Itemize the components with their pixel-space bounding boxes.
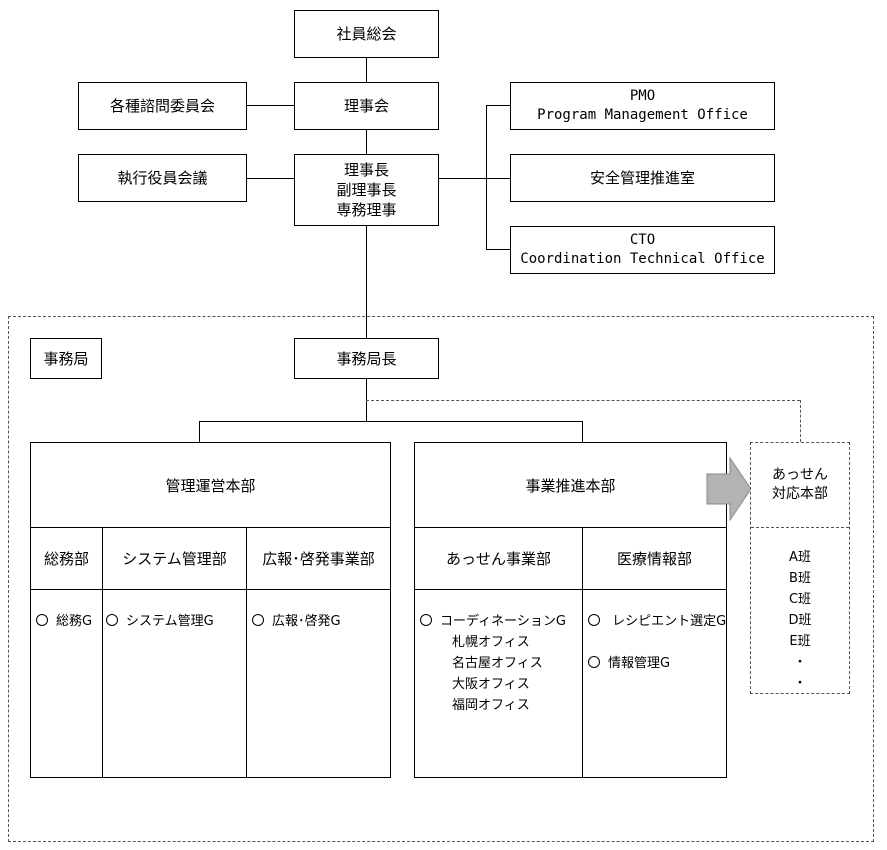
office-nagoya: 名古屋オフィス xyxy=(452,656,543,671)
response-headquarters-box: あっせん 対応本部 A班 B班 C班 D班 E班 ・ ・ xyxy=(750,442,850,694)
advisory-committees-box: 各種諮問委員会 xyxy=(78,82,247,130)
secretariat-head-label: 事務局長 xyxy=(336,349,397,368)
secretariat-label: 事務局 xyxy=(43,349,89,368)
dept-system-management: システム管理部 xyxy=(122,550,227,568)
business-col-divider xyxy=(582,527,583,777)
executive-meeting-box: 執行役員会議 xyxy=(78,154,247,202)
cto-box: CTO Coordination Technical Office xyxy=(510,226,775,274)
business-title-divider xyxy=(415,527,726,528)
secretariat-label-box: 事務局 xyxy=(30,338,102,379)
leader-executive-director: 専務理事 xyxy=(336,201,397,219)
general-meeting-box: 社員総会 xyxy=(294,10,439,58)
business-head-divider xyxy=(415,589,726,590)
cto-abbr: CTO xyxy=(629,232,656,248)
board-box: 理事会 xyxy=(294,82,439,130)
circle-bullet-icon xyxy=(252,614,264,626)
dept-general-affairs: 総務部 xyxy=(43,550,89,568)
advisory-label: 各種諮問委員会 xyxy=(109,97,215,115)
response-title: あっせん 対応本部 xyxy=(751,443,849,527)
management-title-divider xyxy=(31,527,390,528)
group-list-public-relations: 広報･啓発G xyxy=(252,611,341,632)
office-sapporo: 札幌オフィス xyxy=(452,635,530,650)
cto-full: Coordination Technical Office xyxy=(520,251,765,267)
list-item: コーディネーションG xyxy=(420,611,566,632)
connector-staff-trunk xyxy=(486,105,487,249)
safety-office-box: 安全管理推進室 xyxy=(510,154,775,202)
response-title-line1: あっせん xyxy=(772,467,828,483)
connector-executive-leaders xyxy=(246,178,294,179)
connector-advisory-board xyxy=(246,105,294,106)
team-more-dot-1: ・ xyxy=(793,655,807,670)
response-title-divider xyxy=(751,527,849,528)
pmo-full: Program Management Office xyxy=(537,107,748,123)
circle-bullet-icon xyxy=(588,656,600,668)
group-list-system-management: システム管理G xyxy=(106,611,214,632)
executive-meeting-label: 執行役員会議 xyxy=(117,169,208,187)
list-item: レシピエント選定G xyxy=(588,611,726,632)
connector-staff-safety xyxy=(486,178,510,179)
group-list-general-affairs: 総務G xyxy=(36,611,92,632)
management-col-divider-2 xyxy=(246,527,247,777)
leader-vice-chairman: 副理事長 xyxy=(336,181,397,199)
list-item: システム管理G xyxy=(106,611,214,632)
team-d: D班 xyxy=(788,613,812,628)
response-team-list: A班 B班 C班 D班 E班 ・ ・ xyxy=(751,547,849,694)
team-e: E班 xyxy=(789,634,811,649)
office-fukuoka: 福岡オフィス xyxy=(452,698,530,713)
management-col-divider-1 xyxy=(102,527,103,777)
group-list-medical-information: レシピエント選定G 情報管理G xyxy=(588,611,726,674)
safety-label: 安全管理推進室 xyxy=(589,169,695,187)
dashed-connector-response xyxy=(366,400,800,401)
dashed-connector-response-down xyxy=(800,400,801,442)
connector-general-board xyxy=(366,58,367,82)
business-division-box: 事業推進本部 あっせん事業部 医療情報部 コーディネーションG 札幌オフィス 名… xyxy=(414,442,727,778)
leader-chairman: 理事長 xyxy=(343,161,389,179)
circle-bullet-icon xyxy=(106,614,118,626)
team-more-dot-2: ・ xyxy=(793,676,807,691)
arrow-right-icon xyxy=(706,456,752,522)
board-label: 理事会 xyxy=(343,97,389,115)
connector-staff-pmo xyxy=(486,105,510,106)
list-item: 情報管理G xyxy=(588,653,726,674)
management-division-box: 管理運営本部 総務部 システム管理部 広報･啓発事業部 総務G システム管理G … xyxy=(30,442,391,778)
list-item: 広報･啓発G xyxy=(252,611,341,632)
connector-business xyxy=(582,421,583,442)
connector-leaders-staff xyxy=(438,178,486,179)
list-item: 総務G xyxy=(36,611,92,632)
business-title: 事業推進本部 xyxy=(525,476,616,495)
office-osaka: 大阪オフィス xyxy=(452,677,530,692)
management-head-divider xyxy=(31,589,390,590)
team-a: A班 xyxy=(789,550,811,565)
connector-divisions-bar xyxy=(199,421,582,422)
connector-management xyxy=(199,421,200,442)
group-list-mediation: コーディネーションG 札幌オフィス 名古屋オフィス 大阪オフィス 福岡オフィス xyxy=(420,611,566,716)
dept-medical-information: 医療情報部 xyxy=(616,550,692,568)
leaders-box: 理事長 副理事長 専務理事 xyxy=(294,154,439,226)
connector-staff-cto xyxy=(486,249,510,250)
connector-board-leaders xyxy=(366,130,367,154)
circle-bullet-icon xyxy=(420,614,432,626)
circle-bullet-icon xyxy=(36,614,48,626)
secretariat-head-box: 事務局長 xyxy=(294,338,439,379)
team-b: B班 xyxy=(789,571,811,586)
pmo-abbr: PMO xyxy=(629,88,656,104)
circle-bullet-icon xyxy=(588,614,600,626)
response-title-line2: 対応本部 xyxy=(772,486,828,502)
connector-leaders-secretariat xyxy=(366,226,367,338)
team-c: C班 xyxy=(788,592,812,607)
pmo-box: PMO Program Management Office xyxy=(510,82,775,130)
management-title: 管理運営本部 xyxy=(165,476,256,495)
dept-public-relations: 広報･啓発事業部 xyxy=(262,550,375,568)
secretariat-region xyxy=(8,316,874,842)
general-meeting-label: 社員総会 xyxy=(336,25,397,43)
dept-mediation: あっせん事業部 xyxy=(445,550,551,568)
